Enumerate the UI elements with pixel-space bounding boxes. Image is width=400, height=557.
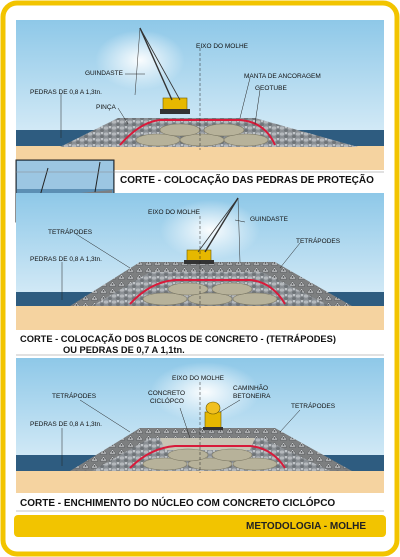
p1-stones-label: PEDRAS DE 0,8 A 1,3tn.: [30, 89, 102, 96]
panel-3-illustration: [16, 358, 384, 493]
p3-truck-label-line1: CAMINHÃO: [233, 385, 269, 392]
p3-axis-label: EIXO DO MOLHE: [172, 375, 225, 382]
mixer-truck: [203, 401, 223, 430]
p3-tetrapods-right-label: TETRÁPODES: [291, 403, 336, 410]
p3-concrete-label-line1: CONCRETO: [148, 390, 186, 397]
p2-stones-label: PEDRAS DE 0,8 A 1,3tn.: [30, 256, 102, 263]
panel-2-illustration: [16, 193, 384, 330]
p3-truck-label-line2: BETONEIRA: [233, 393, 271, 400]
p3-concrete-label-line2: CICLÓPCO: [150, 398, 184, 405]
p1-anchor-blanket-label: MANTA DE ANCORAGEM: [244, 73, 321, 80]
footer-banner: [14, 515, 386, 537]
p2-tetrapods-right-label: TETRÁPODES: [296, 238, 341, 245]
p1-axis-label: EIXO DO MOLHE: [196, 43, 249, 50]
p2-caption-line1: CORTE - COLOCAÇÃO DOS BLOCOS DE CONCRETO…: [20, 334, 336, 344]
p1-caption: CORTE - COLOCAÇÃO DAS PEDRAS DE PROTEÇÃO: [120, 175, 374, 186]
p3-tetrapods-left-label: TETRÁPODES: [52, 393, 97, 400]
p1-crane-label: GUINDASTE: [85, 70, 123, 77]
p3-stones-label: PEDRAS DE 0,8 A 1,3tn.: [30, 421, 102, 428]
crane-1: [134, 27, 201, 150]
footer-title: METODOLOGIA - MOLHE: [246, 521, 366, 532]
p1-grab-label: PINÇA: [96, 104, 116, 111]
p3-caption: CORTE - ENCHIMENTO DO NÚCLEO COM CONCRET…: [20, 498, 336, 509]
p2-caption-line2: OU PEDRAS DE 0,7 A 1,1tn.: [63, 345, 185, 355]
p1-geotube-label: GEOTUBE: [255, 85, 287, 92]
p2-tetrapods-left-label: TETRÁPODES: [48, 229, 93, 236]
crane-2: [184, 197, 241, 308]
p2-crane-label: GUINDASTE: [250, 216, 288, 223]
p2-axis-label: EIXO DO MOLHE: [148, 209, 201, 216]
